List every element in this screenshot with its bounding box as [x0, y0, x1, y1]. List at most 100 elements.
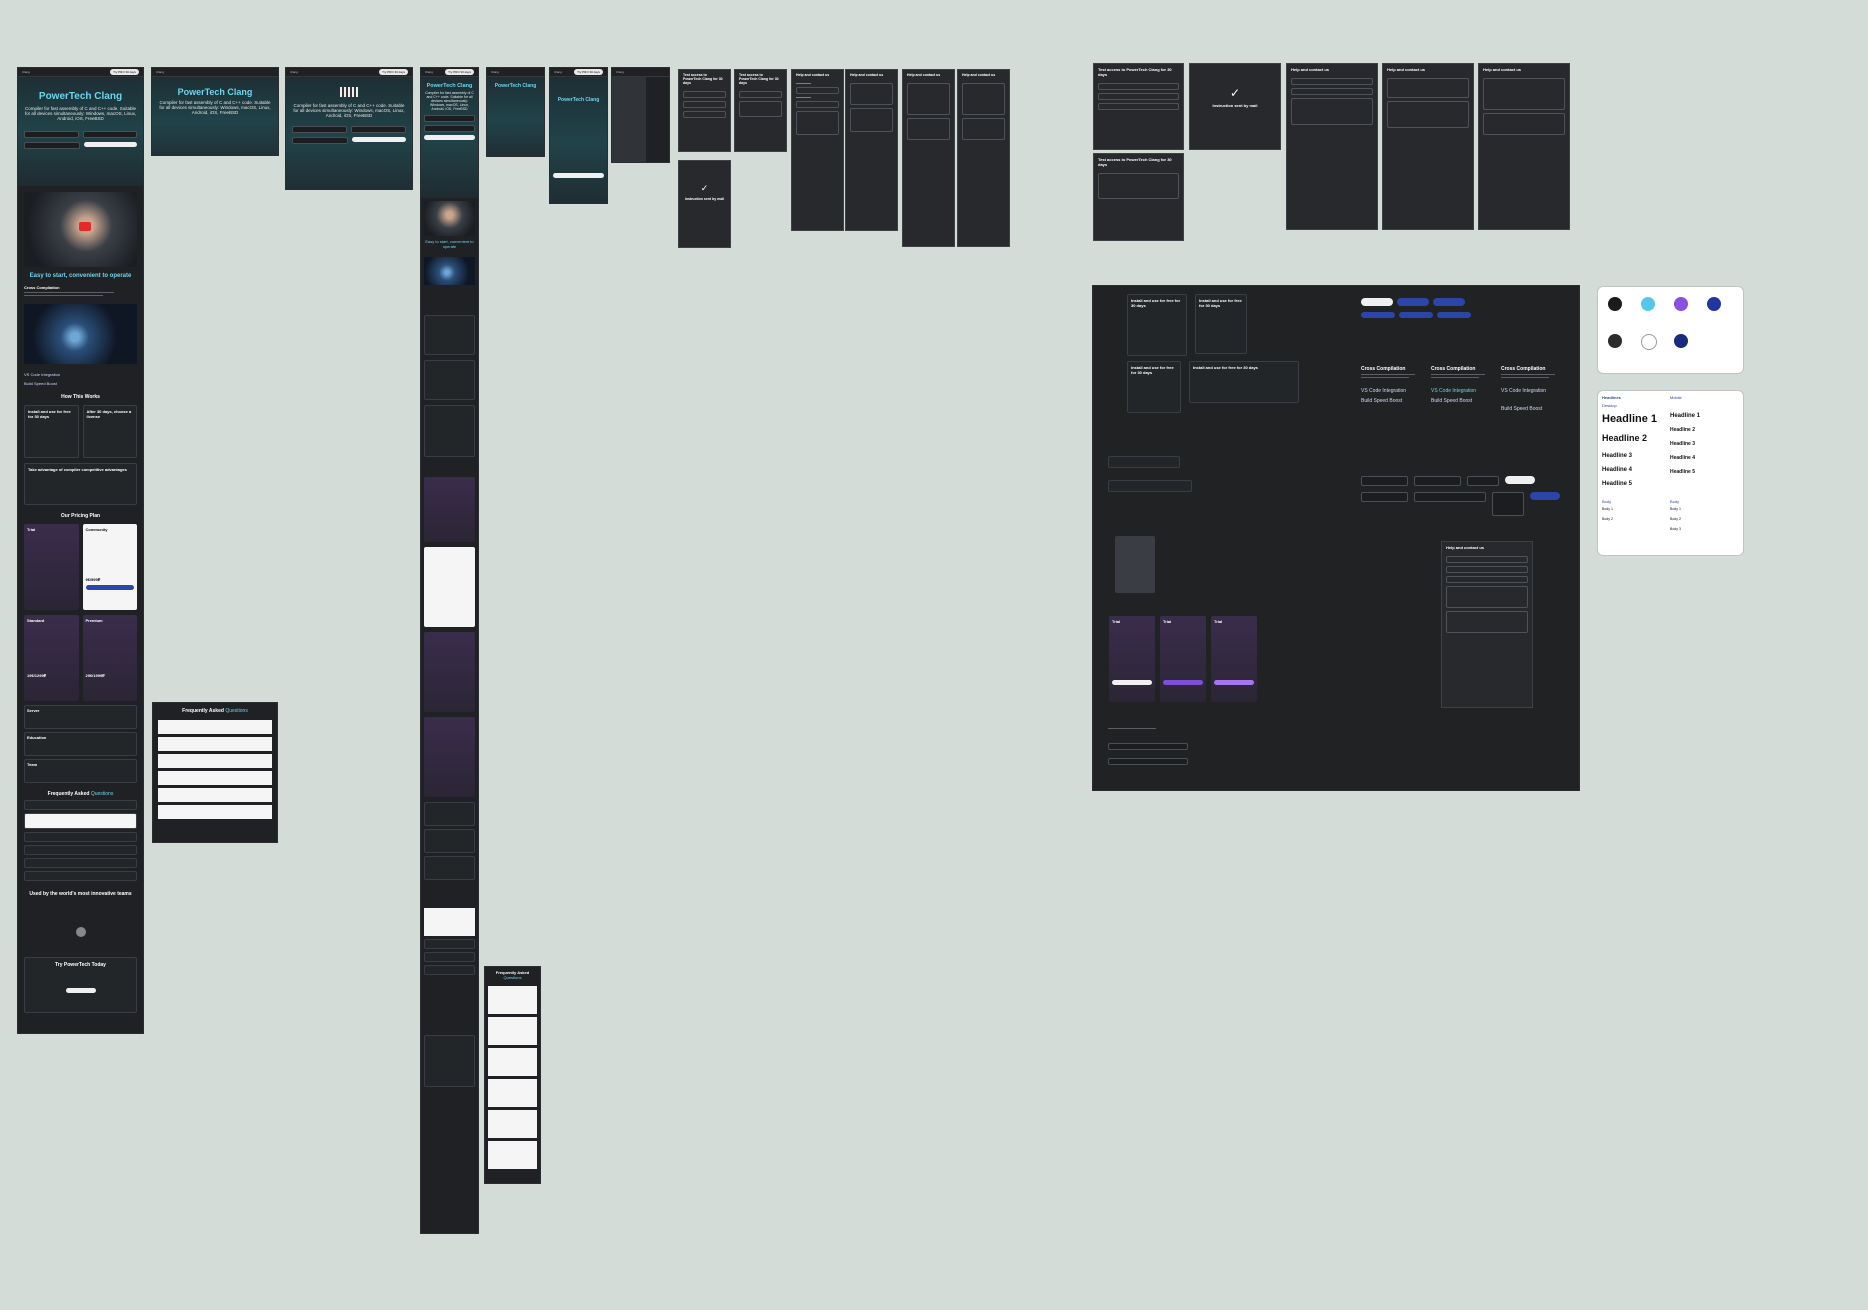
input-select-open[interactable]	[1492, 492, 1524, 516]
community-buy-button[interactable]	[85, 585, 134, 590]
plan-button[interactable]	[1112, 680, 1152, 685]
input-filled[interactable]	[1414, 476, 1461, 486]
email-input[interactable]	[424, 125, 475, 132]
os-field[interactable]	[683, 111, 726, 118]
plan-button[interactable]	[1214, 680, 1254, 685]
email-field[interactable]	[1098, 93, 1179, 100]
logo[interactable]: Clang	[491, 70, 499, 74]
message-field[interactable]	[1387, 101, 1469, 128]
faq-item[interactable]	[24, 800, 137, 810]
faq-item-open[interactable]	[158, 737, 272, 751]
input-select[interactable]	[1467, 476, 1499, 486]
logo[interactable]: Clang	[616, 70, 624, 74]
message-field[interactable]	[1291, 98, 1373, 125]
button-blue[interactable]	[1530, 492, 1560, 500]
nav-bar-variant[interactable]	[1108, 480, 1192, 492]
video-thumbnail[interactable]	[424, 201, 475, 236]
message-field[interactable]	[796, 111, 839, 135]
nav-cta-button[interactable]: Try PRO 30 days	[445, 69, 474, 75]
hero-try-button[interactable]	[424, 135, 475, 140]
button-outline[interactable]	[1505, 476, 1535, 484]
email-field[interactable]	[1291, 88, 1373, 95]
faq-item-open[interactable]	[158, 754, 272, 768]
message-field[interactable]	[1483, 78, 1565, 110]
faq-item-open[interactable]	[488, 986, 537, 1014]
logo[interactable]: Clang	[22, 70, 30, 74]
faq-item-open[interactable]	[488, 1017, 537, 1045]
input-underline[interactable]	[1108, 743, 1188, 750]
mobile-menu[interactable]	[612, 77, 647, 162]
name-field[interactable]	[1446, 556, 1528, 563]
email-field[interactable]	[683, 101, 726, 108]
plan-button[interactable]	[1163, 680, 1203, 685]
card-link[interactable]: VS Code Integration	[1361, 388, 1407, 394]
play-icon[interactable]	[79, 222, 91, 231]
faq-item-open[interactable]	[158, 805, 272, 819]
name-field[interactable]	[683, 91, 726, 98]
logo[interactable]: Clang	[156, 70, 164, 74]
build-link[interactable]: Build Speed Boost	[24, 381, 57, 386]
captcha-field[interactable]	[1483, 113, 1565, 135]
nav-cta-button[interactable]: Try PRO 30 days	[574, 69, 603, 75]
topic-dropdown[interactable]	[1446, 576, 1528, 583]
faq-item-open[interactable]	[158, 720, 272, 734]
name-field[interactable]	[1291, 78, 1373, 85]
faq-item-open[interactable]	[488, 1079, 537, 1107]
captcha-field[interactable]	[907, 118, 950, 140]
name-field[interactable]	[739, 91, 782, 98]
faq-item[interactable]	[424, 952, 475, 962]
email-field[interactable]	[796, 101, 839, 108]
button-small[interactable]	[1399, 312, 1433, 318]
faq-item-open[interactable]	[488, 1110, 537, 1138]
faq-item-open[interactable]	[488, 1048, 537, 1076]
faq-item-open[interactable]	[158, 771, 272, 785]
input-default[interactable]	[1361, 476, 1408, 486]
input-filled[interactable]	[1414, 492, 1486, 502]
hero-try-button[interactable]	[352, 137, 406, 142]
os-select[interactable]	[24, 142, 80, 149]
email-input[interactable]	[351, 126, 406, 133]
faq-item[interactable]	[424, 939, 475, 949]
name-input[interactable]	[24, 131, 79, 138]
dropdown-menu[interactable]	[1115, 536, 1155, 593]
card-link[interactable]: VS Code Integration	[1501, 388, 1547, 394]
captcha-field[interactable]	[962, 118, 1005, 140]
input-default[interactable]	[1361, 492, 1408, 502]
card-link[interactable]: Build Speed Boost	[1431, 398, 1473, 404]
name-input[interactable]	[292, 126, 347, 133]
captcha-field[interactable]	[1446, 611, 1528, 633]
faq-item-open[interactable]	[158, 788, 272, 802]
os-dropdown[interactable]	[739, 101, 782, 117]
name-field[interactable]	[1098, 83, 1179, 90]
button-small[interactable]	[1361, 312, 1395, 318]
message-field[interactable]	[850, 108, 893, 132]
message-field[interactable]	[907, 83, 950, 115]
message-field[interactable]	[962, 83, 1005, 115]
card-link[interactable]: Build Speed Boost	[1361, 398, 1403, 404]
topic-dropdown[interactable]	[850, 83, 893, 105]
card-link[interactable]: Build Speed Boost	[1501, 406, 1543, 412]
nav-bar-variant[interactable]	[1108, 456, 1180, 468]
button-blue[interactable]	[1397, 298, 1429, 306]
topic-dropdown[interactable]	[1387, 78, 1469, 98]
nav-cta-button[interactable]: Try PRO 30 days	[110, 69, 139, 75]
name-input[interactable]	[424, 115, 475, 122]
os-field[interactable]	[1098, 103, 1179, 110]
hero-try-button[interactable]	[83, 142, 137, 147]
email-field[interactable]	[1446, 566, 1528, 573]
message-field[interactable]	[1446, 586, 1528, 608]
nav-cta-button[interactable]: Try PRO 30 days	[379, 69, 408, 75]
hero-try-button[interactable]	[553, 173, 604, 178]
button-blue-hover[interactable]	[1433, 298, 1465, 306]
logo[interactable]: Clang	[425, 70, 433, 74]
logo[interactable]: Clang	[290, 70, 298, 74]
faq-item-open[interactable]	[424, 908, 475, 936]
faq-item[interactable]	[24, 871, 137, 881]
try-today-button[interactable]	[65, 988, 96, 993]
card-link[interactable]: VS Code Integration	[1431, 388, 1477, 394]
faq-item[interactable]	[24, 845, 137, 855]
input-underline[interactable]	[1108, 758, 1188, 765]
faq-item[interactable]	[24, 832, 137, 842]
button-small[interactable]	[1437, 312, 1471, 318]
faq-item[interactable]	[24, 858, 137, 868]
